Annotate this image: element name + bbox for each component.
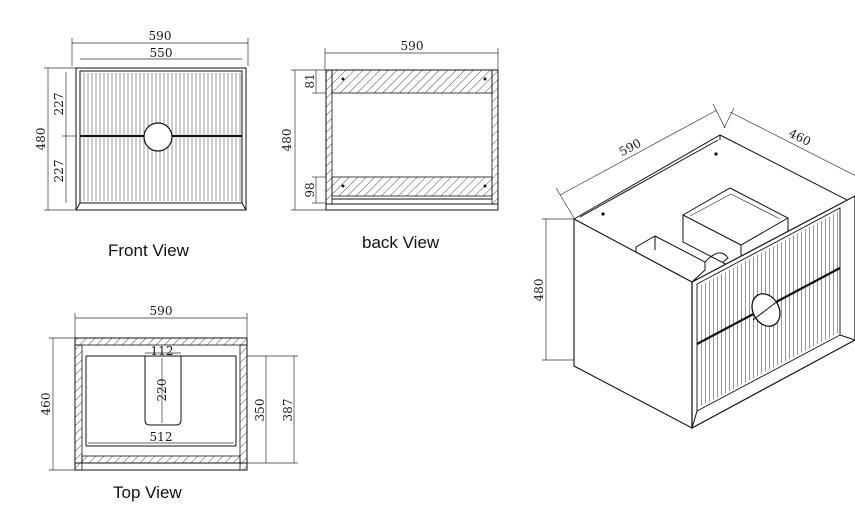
front-handle-cutout — [143, 122, 173, 152]
back-height-label: 480 — [280, 129, 294, 152]
top-plumbing-notch — [144, 356, 182, 426]
front-view-caption: Front View — [108, 241, 190, 260]
top-view-caption: Top View — [113, 483, 182, 502]
iso-width-label: 590 — [617, 136, 644, 159]
back-view-caption: back View — [362, 233, 440, 252]
back-bottom-rail-label: 98 — [303, 182, 317, 197]
front-view: 590 550 480 227 227 Front View — [34, 29, 249, 260]
top-inner-depth-label: 350 — [253, 399, 267, 422]
isometric-view: 590 460 480 — [532, 103, 855, 430]
iso-height-label: 480 — [532, 279, 546, 302]
top-view: 590 460 112 220 512 350 387 Top V — [39, 304, 298, 502]
back-view: 590 480 81 98 back View — [280, 39, 499, 252]
top-notch-depth-label: 220 — [155, 379, 169, 402]
top-overall-width-label: 590 — [150, 304, 173, 318]
back-top-rail-label: 81 — [303, 73, 317, 88]
front-inner-width-label: 550 — [150, 46, 173, 60]
back-bottom-rail — [331, 176, 493, 197]
front-overall-width-label: 590 — [149, 29, 172, 43]
front-fluting — [83, 73, 241, 201]
front-upper-drawer-label: 227 — [52, 93, 66, 116]
front-height-label: 480 — [34, 128, 48, 151]
top-side-depth-label: 387 — [281, 399, 295, 422]
top-depth-label: 460 — [39, 393, 53, 416]
front-lower-drawer-label: 227 — [52, 160, 66, 183]
top-inner-width-label: 512 — [150, 430, 173, 444]
iso-depth-label: 460 — [786, 126, 813, 149]
top-notch-width-label: 112 — [151, 344, 174, 358]
back-overall-width-label: 590 — [401, 39, 424, 53]
back-top-rail — [331, 69, 493, 94]
